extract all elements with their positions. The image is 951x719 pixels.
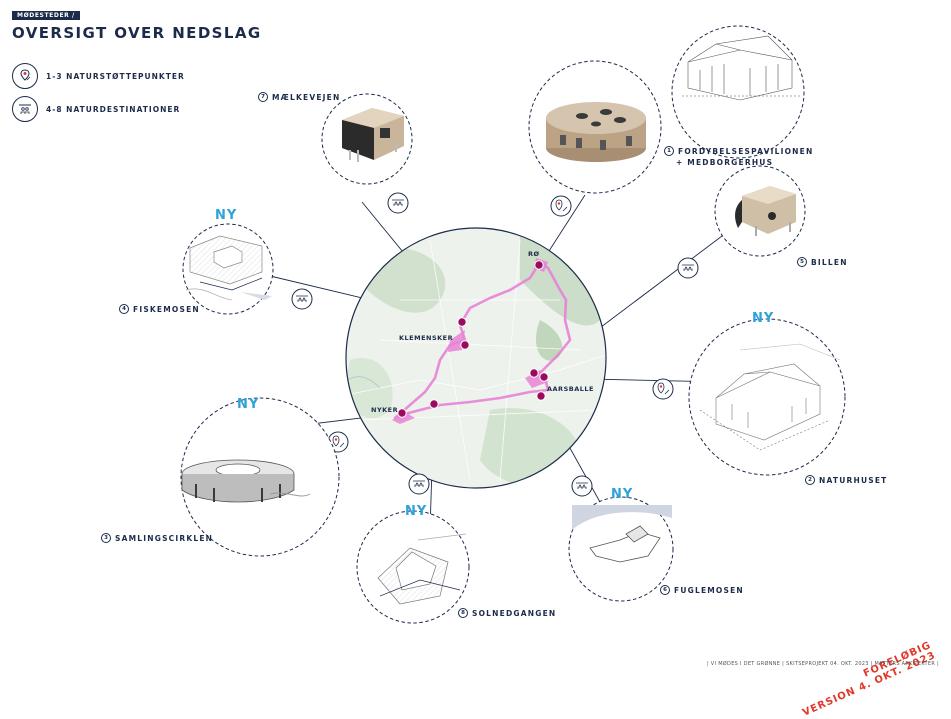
illustration-medborgerhus <box>682 35 800 101</box>
route-markers <box>397 260 549 418</box>
page-title: OVERSIGT OVER NEDSLAG <box>12 24 262 42</box>
town-label-klemensker: KLEMENSKER <box>399 334 454 342</box>
people-icon <box>408 473 430 495</box>
legend-item-support-points: 1-3 NATURSTØTTEPUNKTER <box>12 63 185 89</box>
marker-nyker-2 <box>397 408 407 418</box>
people-icon <box>12 96 38 122</box>
pin-leaf-icon <box>652 378 674 400</box>
destination-number: 3 <box>101 533 111 543</box>
destination-label-medborgerhus: + MEDBORGERHUS <box>676 158 774 167</box>
destination-number: 4 <box>119 304 129 314</box>
destination-label-solnedgangen: 8 SOLNEDGANGEN <box>458 608 556 618</box>
marker-nyker-1 <box>429 399 439 409</box>
destination-label-billen: 5 BILLEN <box>797 257 848 267</box>
marker-klemensker-2 <box>460 340 470 350</box>
destination-label-fordybelsespavilionen: 1 FORDYBELSESPAVILIONEN <box>664 146 813 156</box>
new-badge-naturhuset: NY <box>752 311 775 326</box>
pin-leaf-icon <box>12 63 38 89</box>
legend-label: 4-8 NATURDESTINATIONER <box>46 104 181 114</box>
destination-label-naturhuset: 2 NATURHUSET <box>805 475 888 485</box>
illustration-naturhuset <box>699 343 841 451</box>
new-badge-samlingscirklen: NY <box>237 397 260 412</box>
destination-number: 6 <box>660 585 670 595</box>
marker-ro <box>534 260 544 270</box>
destination-label-fuglemosen: 6 FUGLEMOSEN <box>660 585 744 595</box>
marker-aarsballe-3 <box>536 391 546 401</box>
town-label-nyker: NYKER <box>371 406 399 414</box>
new-badge-fiskemosen: NY <box>215 208 238 223</box>
illustration-fordybelsespavilionen <box>546 102 646 162</box>
map-circle <box>345 227 607 489</box>
destination-number: 2 <box>805 475 815 485</box>
marker-aarsballe-1 <box>529 368 539 378</box>
new-badge-fuglemosen: NY <box>611 487 634 502</box>
destination-label-fiskemosen: 4 FISKEMOSEN <box>119 304 200 314</box>
pin-leaf-icon <box>550 195 572 217</box>
vignette-illustrations <box>181 35 841 605</box>
people-icon <box>291 288 313 310</box>
illustration-maelkevejen <box>342 108 404 162</box>
new-badge-solnedgangen: NY <box>405 504 428 519</box>
town-label-aarsballe: AARSBALLE <box>547 385 594 393</box>
destination-number: 1 <box>664 146 674 156</box>
people-icon <box>571 475 593 497</box>
destination-number: 7 <box>258 92 268 102</box>
illustration-billen <box>735 186 796 236</box>
marker-aarsballe-2 <box>539 372 549 382</box>
marker-klemensker-1 <box>457 317 467 327</box>
illustration-samlingscirklen <box>181 459 311 503</box>
site-diagram <box>180 25 846 624</box>
connector-icons <box>291 192 699 497</box>
illustration-fuglemosen <box>572 505 672 563</box>
illustration-fiskemosen <box>185 235 272 301</box>
footer-credits: | VI MØDES I DET GRØNNE | SKITSEPROJEKT … <box>706 661 939 667</box>
destination-label-samlingscirklen: 3 SAMLINGSCIRKLEN <box>101 533 213 543</box>
destination-label-maelkevejen: 7 MÆLKEVEJEN <box>258 92 340 102</box>
legend-item-destinations: 4-8 NATURDESTINATIONER <box>12 96 180 122</box>
destination-number: 5 <box>797 257 807 267</box>
destination-number: 8 <box>458 608 468 618</box>
illustration-solnedgangen <box>377 533 467 605</box>
town-label-ro: RØ <box>528 250 540 258</box>
people-icon <box>387 192 409 214</box>
people-icon <box>677 257 699 279</box>
section-tag: MØDESTEDER / <box>12 11 80 20</box>
legend-label: 1-3 NATURSTØTTEPUNKTER <box>46 71 185 81</box>
